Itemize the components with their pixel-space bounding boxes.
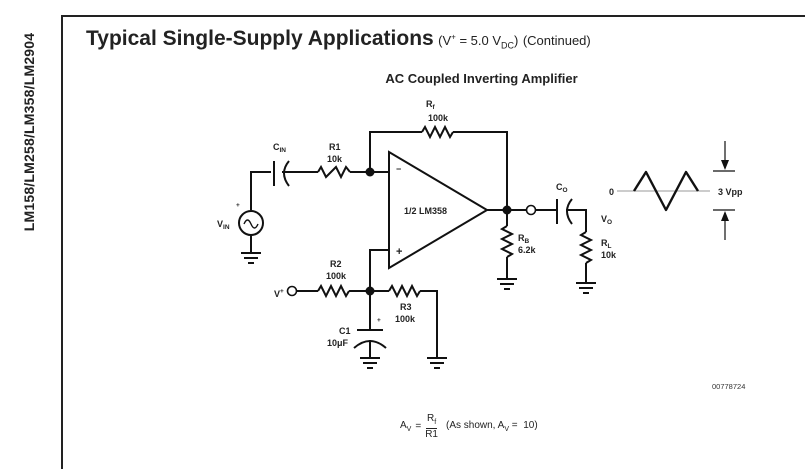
ground-icon: [497, 278, 517, 290]
formula-note: (As shown, AV = 10): [445, 420, 538, 433]
cin-plate-curved: [283, 160, 290, 187]
formula-denominator: R1: [425, 429, 438, 440]
wire-noninv-input: [369, 249, 389, 291]
arrow-down-icon: [721, 160, 729, 170]
resistor-r1: [317, 164, 351, 180]
vplus-terminal: [286, 285, 298, 297]
resistor-r2: [317, 283, 350, 299]
r3-value: 100k: [395, 314, 416, 324]
rl-label: RL: [601, 238, 612, 250]
ground-symbols: [241, 252, 596, 369]
co-plate-curved: [566, 198, 573, 225]
co-label: CO: [556, 182, 568, 194]
rf-value: 100k: [428, 113, 449, 123]
r1-label: R1: [329, 142, 341, 152]
supply-condition: (V+ = 5.0 VDC): [438, 32, 519, 51]
junction-bias-node: [365, 286, 375, 296]
section-title: Typical Single-Supply Applications (V+ =…: [86, 27, 591, 51]
formula-numerator: Rf: [425, 413, 438, 429]
ground-icon: [576, 282, 596, 294]
opamp-inv-sign: −: [396, 164, 401, 174]
arrow-up-icon: [721, 211, 729, 221]
frame-top-border: [61, 15, 805, 17]
rb-label: RB: [518, 233, 530, 245]
r2-value: 100k: [326, 271, 347, 281]
ground-icon: [241, 252, 261, 264]
sine-icon: [243, 219, 259, 229]
vo-label: VO: [601, 214, 612, 226]
vin-label: VIN: [217, 219, 230, 231]
r1-value: 10k: [327, 154, 343, 164]
continued-note: (Continued): [522, 33, 591, 48]
ground-icon: [427, 357, 447, 369]
vo-terminal: [525, 204, 537, 216]
r2-label: R2: [330, 259, 342, 269]
wire-co-rl: [566, 209, 587, 232]
waveform-amplitude-label: 3 Vpp: [718, 187, 743, 197]
formula-lhs: AV: [400, 420, 412, 433]
resistor-rf: [421, 124, 454, 140]
rf-label: Rf: [426, 99, 436, 111]
c1-polarity: +: [377, 317, 381, 324]
resistor-rl: [578, 231, 594, 264]
r3-label: R3: [400, 302, 412, 312]
junction-inv-node: [365, 167, 375, 177]
wire-feedback-right: [453, 131, 508, 210]
resistor-r3: [388, 283, 421, 299]
rl-value: 10k: [601, 250, 617, 260]
opamp-noninv-sign: +: [396, 246, 402, 258]
vin-polarity: +: [236, 202, 240, 209]
ground-icon: [360, 357, 380, 369]
resistor-rb: [499, 225, 515, 258]
junction-output-node: [502, 205, 512, 215]
opamp-label: 1/2 LM358: [404, 206, 447, 216]
formula-equals: =: [415, 421, 422, 432]
c1-label: C1: [339, 326, 351, 336]
opamp-symbol: [388, 150, 489, 270]
wire-feedback: [369, 131, 422, 172]
rb-value: 6.2k: [518, 245, 537, 255]
waveform-sine: [632, 170, 700, 212]
formula-fraction: Rf R1: [425, 413, 438, 440]
waveform-zero-label: 0: [609, 187, 614, 197]
figure-id: 00778724: [712, 382, 746, 391]
section-title-main: Typical Single-Supply Applications: [86, 27, 434, 50]
figure-title: AC Coupled Inverting Amplifier: [385, 71, 578, 86]
frame-left-border: [61, 16, 63, 469]
wire-r3-gnd: [420, 290, 438, 357]
vplus-label: V+: [274, 288, 284, 299]
gain-formula: AV = Rf R1 (As shown, AV = 10): [400, 413, 538, 440]
c1-value: 10μF: [327, 338, 349, 348]
cin-label: CIN: [273, 142, 286, 154]
wire-vin-top: [250, 171, 271, 210]
